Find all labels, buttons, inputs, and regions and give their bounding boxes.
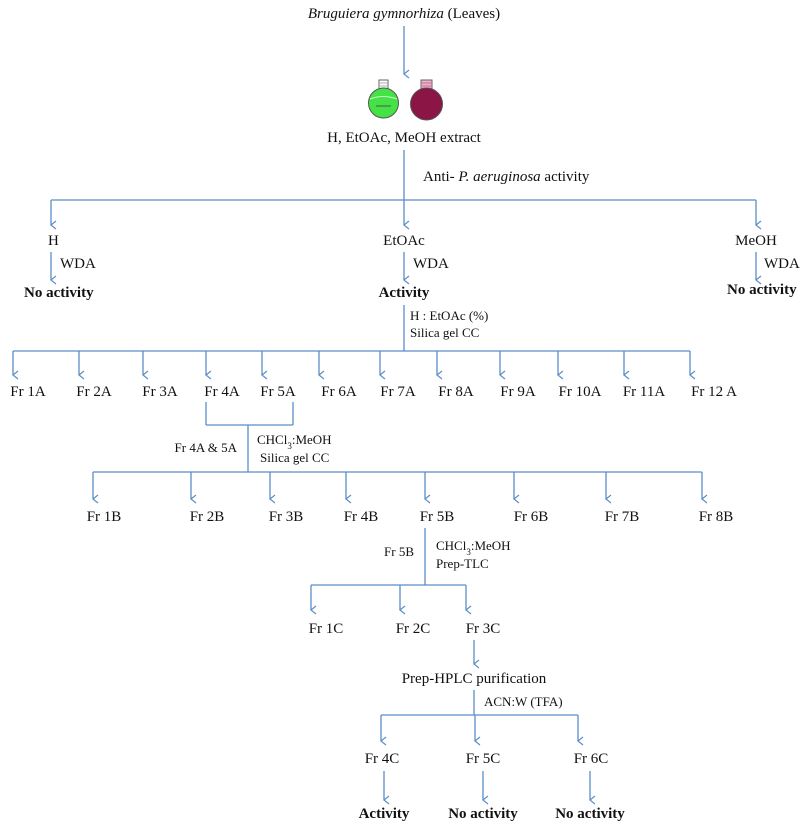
step2-fraction-label: Fr 5B xyxy=(420,509,455,525)
step3-arrows xyxy=(310,585,472,615)
step4-arrows xyxy=(380,715,584,746)
step2-fraction-label: Fr 3B xyxy=(269,509,304,525)
step1-fraction-label: Fr 6A xyxy=(321,384,357,400)
assay-label: Anti- P. aeruginosa activity xyxy=(423,169,590,185)
step1-eluent: H : EtOAc (%) xyxy=(410,308,488,323)
step1-fraction-label: Fr 1A xyxy=(10,384,46,400)
step1-fraction-label: Fr 4A xyxy=(204,384,240,400)
step1-arrows xyxy=(12,351,696,380)
step2-fraction-label: Fr 6B xyxy=(514,509,549,525)
step4-result-label: No activity xyxy=(555,806,625,822)
step1-fraction-label: Fr 5A xyxy=(260,384,296,400)
extract-label: H, EtOAc, MeOH extract xyxy=(327,130,482,146)
step2-input-label: Fr 4A & 5A xyxy=(175,440,238,455)
step1-fraction-label: Fr 3A xyxy=(142,384,178,400)
step4-eluent: ACN:W (TFA) xyxy=(484,694,563,709)
step2-fraction-label: Fr 1B xyxy=(87,509,122,525)
step3-input-label: Fr 5B xyxy=(384,544,414,559)
meoh-result: No activity xyxy=(727,282,797,298)
step1-method: Silica gel CC xyxy=(410,325,479,340)
flask-maroon-icon xyxy=(410,79,443,121)
step1-fraction-label: Fr 2A xyxy=(76,384,112,400)
solvent-etoac-label: EtOAc xyxy=(383,233,425,249)
step1-fractions: Fr 1A Fr 2A Fr 3A Fr 4A Fr 5A Fr 6A Fr 7A Fr 8A… xyxy=(10,384,737,400)
meoh-method-label: WDA xyxy=(764,256,800,272)
step3-eluent: CHCl3:MeOH xyxy=(436,538,511,557)
step4-results: Activity No activity No activity xyxy=(359,806,626,822)
step1-fraction-label: Fr 11A xyxy=(623,384,666,400)
solvent-meoh-label: MeOH xyxy=(735,233,777,249)
step2-fraction-label: Fr 7B xyxy=(605,509,640,525)
hplc-label: Prep-HPLC purification xyxy=(402,671,547,687)
step2-fractions: Fr 1B Fr 2B Fr 3B Fr 4B Fr 5B Fr 6B Fr 7B Fr 8B xyxy=(87,509,734,525)
step2-eluent: CHCl3:MeOH xyxy=(257,432,332,451)
step4-fraction-label: Fr 6C xyxy=(574,751,609,767)
step4-result-label: Activity xyxy=(359,806,410,822)
step2-arrows xyxy=(92,472,708,504)
step2-fraction-label: Fr 4B xyxy=(344,509,379,525)
h-method-label: WDA xyxy=(60,256,96,272)
step4-fraction-label: Fr 4C xyxy=(365,751,400,767)
plant-title: Bruguiera gymnorhiza (Leaves) xyxy=(308,6,500,22)
step4-fraction-label: Fr 5C xyxy=(466,751,501,767)
step4-result-label: No activity xyxy=(448,806,518,822)
step2-fraction-label: Fr 8B xyxy=(699,509,734,525)
step2-fraction-label: Fr 2B xyxy=(190,509,225,525)
step3-fractions: Fr 1C Fr 2C Fr 3C xyxy=(309,621,501,637)
step4-result-arrows xyxy=(383,771,596,805)
step3-fraction-label: Fr 2C xyxy=(396,621,431,637)
step1-fraction-label: Fr 7A xyxy=(380,384,416,400)
step1-fraction-label: Fr 9A xyxy=(500,384,536,400)
step3-fraction-label: Fr 1C xyxy=(309,621,344,637)
step3-fraction-label: Fr 3C xyxy=(466,621,501,637)
etoac-result: Activity xyxy=(379,285,430,301)
flask-green-icon xyxy=(368,79,399,119)
step3-method: Prep-TLC xyxy=(436,556,489,571)
step4-fractions: Fr 4C Fr 5C Fr 6C xyxy=(365,751,609,767)
step1-fraction-label: Fr 12 A xyxy=(691,384,737,400)
step2-method: Silica gel CC xyxy=(260,450,329,465)
solvent-h-label: H xyxy=(48,233,59,249)
step1-fraction-label: Fr 8A xyxy=(438,384,474,400)
etoac-method-label: WDA xyxy=(413,256,449,272)
h-result: No activity xyxy=(24,285,94,301)
step1-fraction-label: Fr 10A xyxy=(559,384,602,400)
